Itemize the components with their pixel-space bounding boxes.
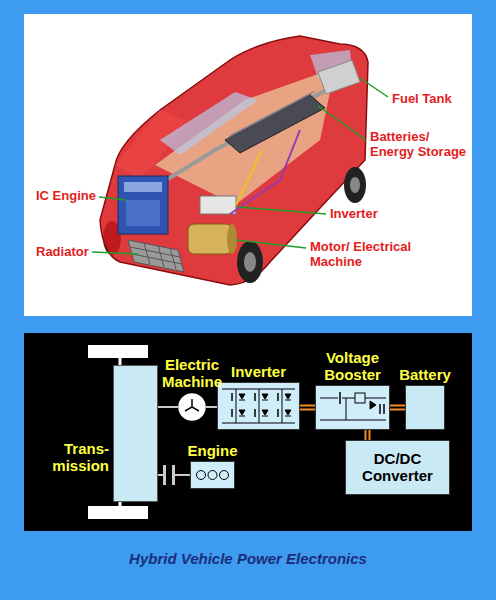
- wheel-hub: [350, 177, 360, 193]
- connector-group: [390, 407, 405, 408]
- power-cable: [390, 405, 405, 411]
- inverter-fill: [217, 382, 300, 430]
- cable-gap: [367, 430, 369, 440]
- booster-fill: [315, 385, 390, 430]
- engine-detail: [126, 200, 160, 226]
- leader-lines: [92, 78, 388, 254]
- engine-head: [124, 182, 162, 192]
- connector-group: [367, 430, 368, 440]
- part-label: Batteries/ Energy Storage: [370, 130, 472, 160]
- part-label: Motor/ Electrical Machine: [310, 240, 416, 270]
- bottom-panel: [24, 333, 472, 531]
- wheel: [237, 241, 263, 283]
- power-cable: [365, 430, 371, 440]
- motor-end: [227, 224, 237, 254]
- top-panel: [24, 14, 472, 316]
- cable-gap: [390, 407, 405, 409]
- connector-group: [158, 407, 178, 408]
- battery-pack-top: [225, 90, 316, 140]
- leader-line: [360, 78, 388, 97]
- cylinder-symbol: [208, 471, 217, 480]
- booster-schematic: [320, 392, 386, 420]
- converter-box: DC/DC Converter: [345, 440, 450, 495]
- engine-box: Engine: [190, 461, 235, 489]
- motor: [188, 224, 232, 254]
- mechanical-link: [158, 406, 178, 408]
- leader-line: [92, 252, 138, 254]
- engine-fill: [190, 461, 235, 489]
- switch-symbol: [339, 392, 341, 404]
- cable: [236, 150, 262, 205]
- switch-symbol: [232, 393, 278, 417]
- electric-machine-symbol: Electric Machine: [178, 393, 206, 421]
- leader-line: [238, 207, 326, 214]
- cable: [230, 130, 300, 214]
- capacitor-symbol: [380, 404, 384, 414]
- wheel-bar: [88, 506, 148, 519]
- clutch-plate: [172, 465, 175, 485]
- inductor-symbol: [355, 393, 365, 403]
- leader-line: [318, 106, 366, 140]
- leader-line: [99, 197, 126, 200]
- connector-group: [300, 407, 315, 408]
- diode-symbol: [370, 401, 376, 409]
- clutch-plate: [163, 465, 166, 485]
- part-label: Radiator: [36, 245, 89, 260]
- engine-block: [118, 176, 168, 234]
- inverter-box: Inverter: [217, 382, 300, 430]
- radiator-grid: [130, 243, 182, 269]
- booster-wiring: [320, 398, 386, 420]
- component-heading: Battery: [390, 367, 460, 384]
- component-heading: Electric Machine: [150, 357, 234, 390]
- star-winding-symbol: [185, 399, 199, 411]
- cabin-interior: [155, 68, 335, 205]
- battery-pack: [225, 95, 325, 153]
- part-label: IC Engine: [36, 189, 96, 204]
- machine-fill: [179, 394, 205, 420]
- power-cable: [300, 405, 315, 411]
- component-heading: Trans- mission: [47, 441, 109, 474]
- cable-gap: [300, 407, 315, 409]
- inverter-unit: [200, 196, 236, 214]
- radiator: [128, 240, 184, 272]
- inverter-rails: [222, 389, 295, 423]
- voltage-booster-box: Voltage Booster: [315, 385, 390, 430]
- wheel-bar: [88, 345, 148, 358]
- machine-circle: [179, 394, 205, 420]
- exhaust-pipe: [150, 80, 345, 190]
- wheel: [344, 167, 366, 203]
- connector-group: [206, 407, 217, 408]
- component-heading: Engine: [178, 443, 248, 460]
- diode-bar: [239, 400, 291, 416]
- part-label: Inverter: [330, 207, 378, 222]
- wheel-hub: [244, 252, 256, 272]
- inverter-schematic: [222, 389, 295, 423]
- component-heading: Voltage Booster: [313, 350, 393, 383]
- clutch-gap: [166, 471, 172, 479]
- cylinder-symbol: [220, 471, 229, 480]
- component-heading: Inverter: [219, 364, 299, 381]
- fuel-tank: [318, 60, 360, 94]
- diode-symbol: [239, 394, 291, 415]
- battery-box: Battery: [405, 385, 445, 430]
- cylinder-symbol: [197, 471, 206, 480]
- part-label: Fuel Tank: [392, 92, 452, 107]
- machine-outline: [178, 393, 206, 421]
- caption: Hybrid Vehicle Power Electronics: [0, 550, 496, 567]
- mechanical-link: [206, 406, 217, 408]
- box-label: DC/DC Converter: [352, 451, 443, 484]
- leader-line: [236, 240, 306, 248]
- clutch-symbol: [163, 465, 175, 485]
- transmission-box: Trans- mission: [113, 365, 158, 502]
